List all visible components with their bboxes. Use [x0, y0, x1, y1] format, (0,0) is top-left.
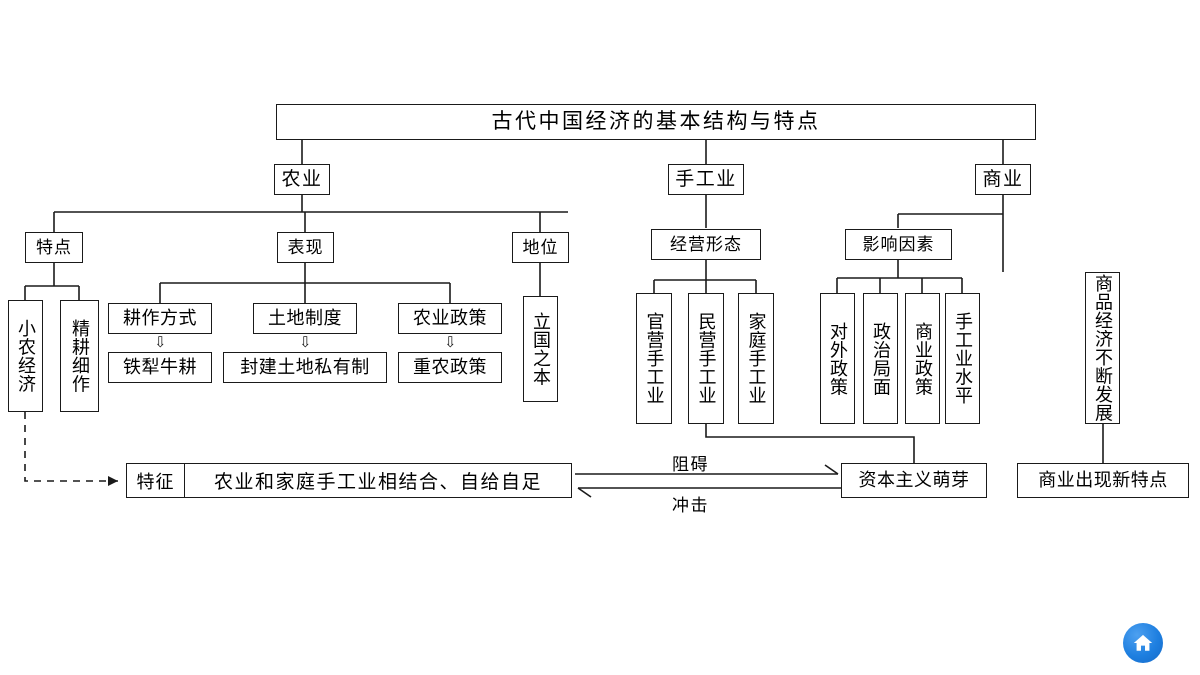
handicraft-mode-item-1-label: 民营手工业 — [696, 312, 717, 405]
handicraft-mode-item-0[interactable]: 官营手工业 — [636, 293, 672, 424]
commerce-factor-item-1[interactable]: 政治局面 — [863, 293, 898, 424]
handicraft-mode-item-2[interactable]: 家庭手工业 — [738, 293, 774, 424]
agriculture-features-box[interactable]: 特点 — [25, 232, 83, 263]
manifestation-bottom-2[interactable]: 重农政策 — [398, 352, 502, 383]
branch-commerce-label: 商业 — [982, 168, 1024, 190]
capitalism-sprout-box[interactable]: 资本主义萌芽 — [841, 463, 987, 498]
branch-commerce[interactable]: 商业 — [975, 164, 1031, 195]
commerce-factors-label: 影响因素 — [862, 234, 935, 254]
branch-handicraft[interactable]: 手工业 — [668, 164, 744, 195]
down-arrow-0: ⇩ — [154, 335, 167, 351]
agriculture-status-label: 地位 — [522, 237, 559, 257]
commerce-factors-box[interactable]: 影响因素 — [845, 229, 952, 260]
manifestation-bottom-1-label: 封建土地私有制 — [240, 357, 370, 378]
branch-agriculture-label: 农业 — [281, 168, 323, 190]
home-icon — [1133, 634, 1153, 651]
arrow-label-impact: 冲击 — [672, 496, 709, 515]
manifestation-top-1[interactable]: 土地制度 — [253, 303, 357, 334]
commerce-factor-item-0-label: 对外政策 — [827, 321, 848, 396]
capitalism-sprout-label: 资本主义萌芽 — [858, 470, 970, 491]
branch-agriculture[interactable]: 农业 — [274, 164, 330, 195]
handicraft-mode-item-1[interactable]: 民营手工业 — [688, 293, 724, 424]
manifestation-top-2-label: 农业政策 — [413, 308, 487, 329]
commerce-factor-item-1-label: 政治局面 — [870, 321, 891, 396]
down-arrow-1: ⇩ — [299, 335, 312, 351]
commerce-growth-item-label: 商品经济不断发展 — [1092, 274, 1113, 422]
commerce-factor-item-2-label: 商业政策 — [912, 321, 933, 396]
manifestation-top-1-label: 土地制度 — [268, 308, 342, 329]
feature-item-1-label: 精耕细作 — [69, 319, 90, 393]
manifestation-bottom-1[interactable]: 封建土地私有制 — [223, 352, 387, 383]
commerce-factor-item-3[interactable]: 手工业水平 — [945, 293, 980, 424]
home-button[interactable] — [1123, 623, 1163, 663]
arrow-label-hinder: 阻碍 — [672, 455, 709, 474]
feature-item-0[interactable]: 小农经济 — [8, 300, 43, 412]
commerce-new-features-box[interactable]: 商业出现新特点 — [1017, 463, 1189, 498]
agriculture-status-box[interactable]: 地位 — [512, 232, 569, 263]
commerce-factor-item-0[interactable]: 对外政策 — [820, 293, 855, 424]
status-item[interactable]: 立国之本 — [523, 296, 558, 402]
handicraft-mode-box[interactable]: 经营形态 — [651, 229, 761, 260]
manifestation-bottom-0-label: 铁犁牛耕 — [123, 357, 197, 378]
agriculture-manifestation-box[interactable]: 表现 — [277, 232, 334, 263]
diagram-title-box: 古代中国经济的基本结构与特点 — [276, 104, 1036, 140]
handicraft-mode-item-0-label: 官营手工业 — [644, 312, 665, 405]
manifestation-bottom-2-label: 重农政策 — [413, 357, 487, 378]
handicraft-mode-item-2-label: 家庭手工业 — [746, 312, 767, 405]
agriculture-manifestation-label: 表现 — [287, 237, 324, 257]
feature-item-0-label: 小农经济 — [15, 319, 36, 393]
feature-summary-key: 特征 — [127, 464, 185, 497]
manifestation-top-2[interactable]: 农业政策 — [398, 303, 502, 334]
commerce-factor-item-3-label: 手工业水平 — [952, 312, 973, 405]
agriculture-features-label: 特点 — [36, 237, 72, 257]
handicraft-mode-label: 经营形态 — [670, 234, 742, 254]
feature-item-1[interactable]: 精耕细作 — [60, 300, 99, 412]
commerce-growth-item[interactable]: 商品经济不断发展 — [1085, 272, 1120, 424]
commerce-new-features-label: 商业出现新特点 — [1038, 470, 1168, 491]
manifestation-top-0-label: 耕作方式 — [123, 308, 197, 329]
manifestation-top-0[interactable]: 耕作方式 — [108, 303, 212, 334]
branch-handicraft-label: 手工业 — [675, 168, 737, 190]
feature-summary-box[interactable]: 特征 农业和家庭手工业相结合、自给自足 — [126, 463, 572, 498]
diagram-title: 古代中国经济的基本结构与特点 — [491, 109, 821, 134]
status-item-label: 立国之本 — [530, 312, 551, 386]
feature-summary-value: 农业和家庭手工业相结合、自给自足 — [213, 472, 542, 493]
manifestation-bottom-0[interactable]: 铁犁牛耕 — [108, 352, 212, 383]
commerce-factor-item-2[interactable]: 商业政策 — [905, 293, 940, 424]
down-arrow-2: ⇩ — [444, 335, 457, 351]
